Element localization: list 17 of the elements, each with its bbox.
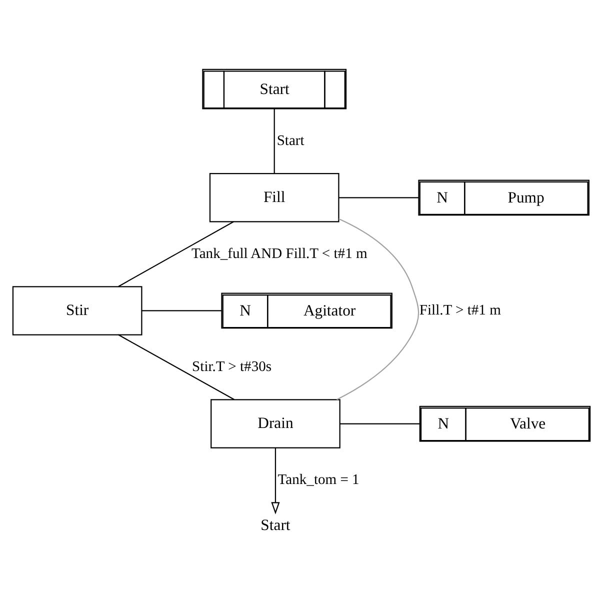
connector [336, 218, 420, 400]
node-box: Drain [210, 399, 340, 448]
connector [118, 334, 234, 400]
node-box: Stir [12, 286, 142, 336]
edge-label: Start [276, 132, 304, 149]
connector [118, 221, 234, 287]
node-box: Fill [209, 173, 340, 222]
connector [338, 197, 418, 198]
connector [340, 423, 420, 424]
arrow [271, 448, 280, 514]
connector [274, 108, 275, 174]
edge-label: Stir.T > t#30s [192, 359, 272, 376]
connector [142, 310, 222, 312]
edge-label: Fill.T > t#1 m [419, 302, 501, 319]
node-text: Start [260, 516, 290, 534]
edge-label: Tank_full AND Fill.T < t#1 m [191, 246, 368, 262]
edge-label: Tank_tom = 1 [278, 472, 360, 488]
